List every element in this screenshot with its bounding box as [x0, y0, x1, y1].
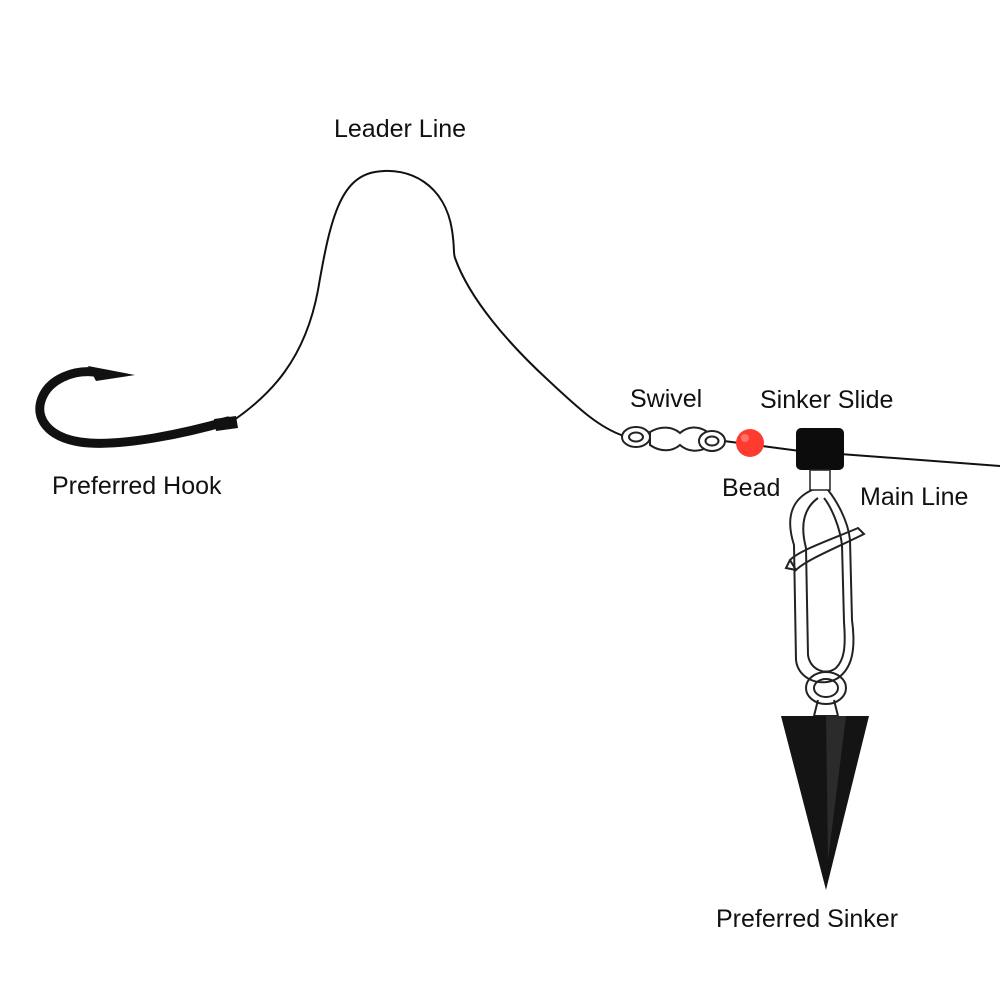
swivel-label: Swivel — [630, 385, 703, 413]
sinker-icon — [781, 716, 869, 890]
preferred-sinker-label: Preferred Sinker — [716, 905, 899, 933]
main-line — [723, 440, 1000, 467]
leader-line-label: Leader Line — [334, 115, 467, 143]
bead-label: Bead — [722, 474, 781, 502]
swivel-icon — [621, 426, 726, 452]
preferred-hook-label: Preferred Hook — [52, 472, 222, 500]
sinker-slide-icon — [796, 428, 844, 491]
main-line-label: Main Line — [860, 483, 969, 511]
snap-clip-icon — [784, 489, 866, 717]
leader-line — [233, 169, 625, 437]
hook-icon — [35, 366, 238, 448]
bead-icon — [736, 429, 764, 457]
sinker-slide-label: Sinker Slide — [760, 386, 894, 414]
